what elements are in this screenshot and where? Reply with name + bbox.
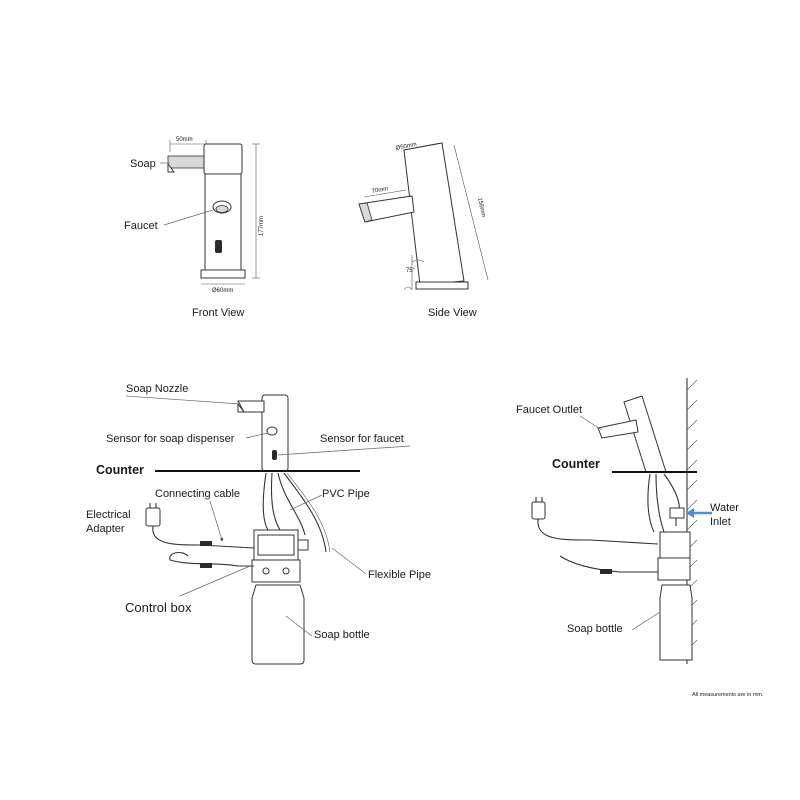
front-view: 50mm 177mm Ø60mm Soap Faucet Front View bbox=[124, 137, 265, 319]
adapter-cable-left bbox=[152, 525, 255, 549]
right-faucet-spout bbox=[597, 419, 639, 439]
control-box-lower bbox=[251, 559, 301, 583]
control-box-label: Control box bbox=[125, 600, 192, 615]
side-base bbox=[415, 281, 469, 290]
dim-50mm-label: 50mm bbox=[176, 137, 193, 143]
measurements-note: All measurements are in mm. bbox=[692, 692, 764, 698]
sensor-soap-label: Sensor for soap dispenser bbox=[106, 433, 235, 445]
dim-177mm-label: 177mm bbox=[259, 216, 265, 236]
installation-left: Counter Soap Nozzle Sensor for soap disp… bbox=[86, 383, 431, 665]
electrical-adapter-label-line1: Electrical bbox=[86, 509, 131, 521]
side-view: Ø50mm 70mm 156mm 75° Side View bbox=[358, 142, 489, 319]
faucet-base bbox=[200, 269, 246, 279]
soap-bottle-left bbox=[251, 584, 305, 665]
water-inlet-label-line2: Inlet bbox=[710, 516, 731, 528]
sensor-faucet-label: Sensor for faucet bbox=[320, 433, 404, 445]
dim-60mm-label: Ø60mm bbox=[212, 288, 233, 294]
connecting-cable-label: Connecting cable bbox=[155, 488, 240, 500]
faucet-cap bbox=[203, 143, 243, 175]
installation-right: Counter Faucet Outlet Water Inlet Soap b… bbox=[516, 378, 739, 664]
water-inlet-arrowhead bbox=[686, 508, 694, 518]
electrical-adapter-label-line2: Adapter bbox=[86, 523, 125, 535]
dim-50mm-side-label: Ø50mm bbox=[395, 142, 417, 152]
dim-156mm-label: 156mm bbox=[476, 197, 486, 218]
electrical-adapter-left bbox=[145, 507, 161, 527]
install-soap-nozzle bbox=[237, 400, 265, 413]
flexible-pipe-line bbox=[283, 472, 327, 553]
flexible-pipe-label: Flexible Pipe bbox=[368, 569, 431, 581]
pvc-pipe-label: PVC Pipe bbox=[322, 488, 370, 500]
side-view-title: Side View bbox=[428, 307, 477, 319]
soap-nozzle-label: Soap Nozzle bbox=[126, 383, 188, 395]
dim-70mm-label: 70mm bbox=[371, 186, 388, 195]
front-view-title: Front View bbox=[192, 307, 244, 319]
water-inlet-valve bbox=[669, 507, 685, 519]
right-control-box bbox=[659, 531, 691, 559]
soap-bottle-label-left: Soap bottle bbox=[314, 629, 370, 641]
right-faucet-body bbox=[623, 395, 667, 473]
electrical-adapter-right bbox=[531, 501, 546, 520]
faucet-outlet-label: Faucet Outlet bbox=[516, 404, 582, 416]
faucet-label: Faucet bbox=[124, 220, 158, 232]
install-soap-sensor bbox=[266, 426, 278, 436]
soap-label: Soap bbox=[130, 158, 156, 170]
dim-angle-label: 75° bbox=[406, 268, 416, 274]
water-inlet-label-line1: Water bbox=[710, 502, 739, 514]
counter-label-left: Counter bbox=[96, 463, 144, 477]
soap-nozzle-tip bbox=[167, 162, 175, 173]
soap-bottle-label-right: Soap bottle bbox=[567, 623, 623, 635]
faucet-body bbox=[204, 173, 242, 271]
sensor-window bbox=[215, 240, 222, 253]
counter-label-right: Counter bbox=[552, 457, 600, 471]
soap-bottle-right bbox=[659, 584, 693, 661]
install-faucet-sensor bbox=[272, 450, 277, 460]
side-faucet-body bbox=[403, 142, 465, 286]
